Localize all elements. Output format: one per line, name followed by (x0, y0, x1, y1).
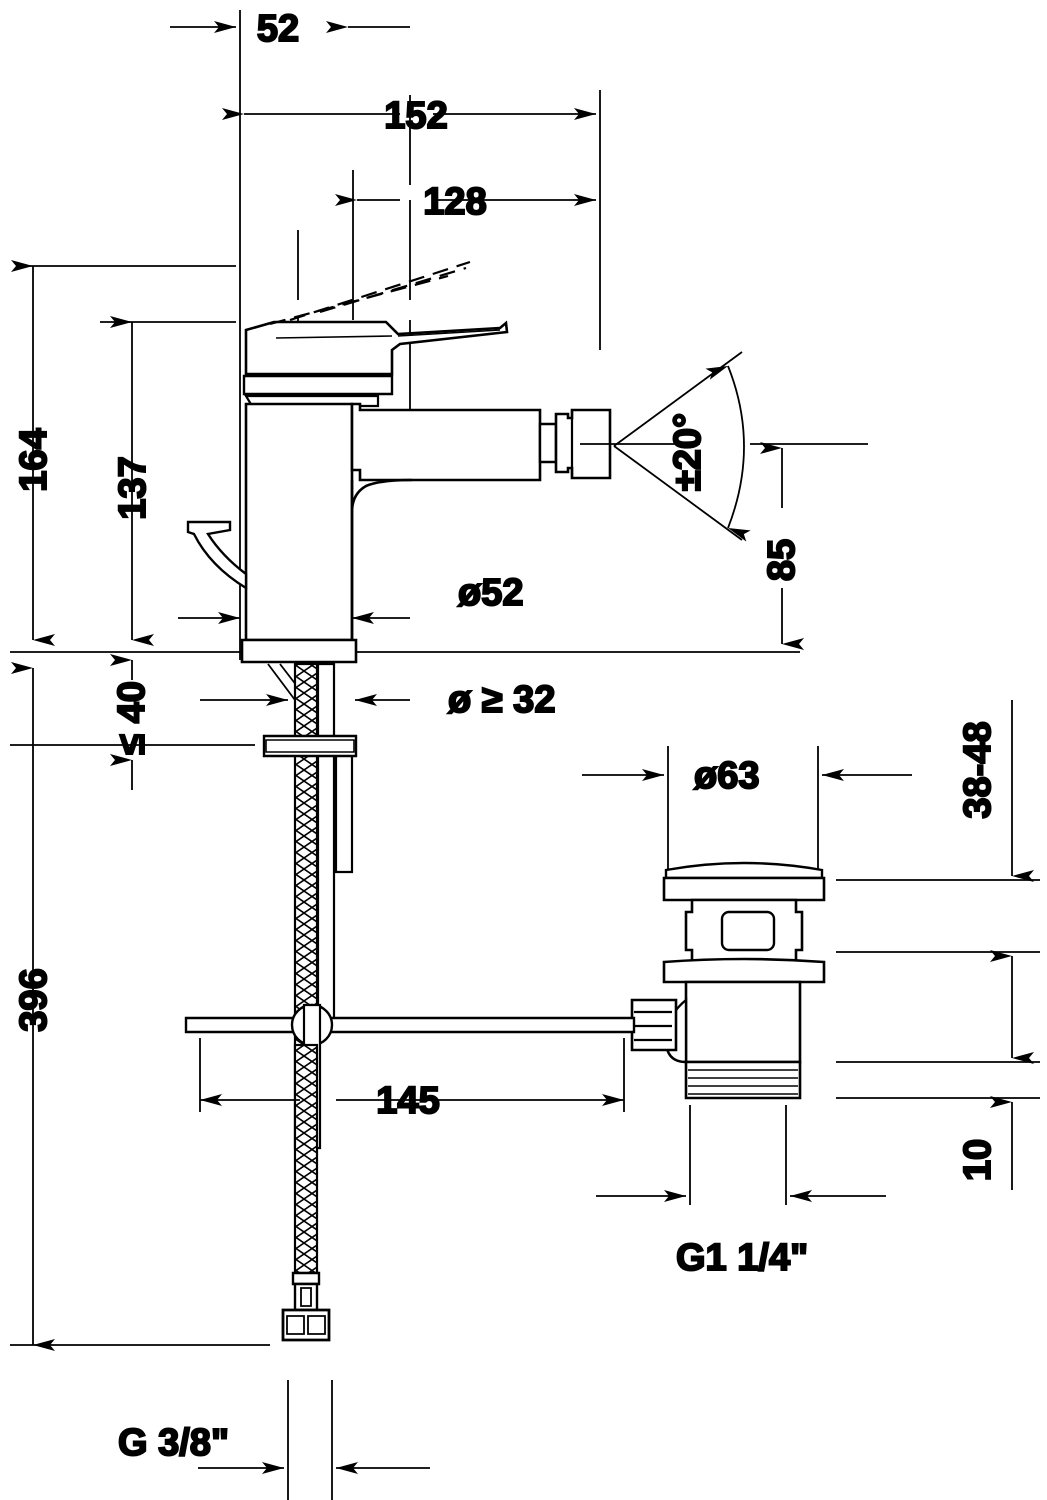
dim-152-label: 152 (384, 95, 447, 137)
dim-dia52-label: ø52 (458, 572, 523, 614)
dim-38-48-label: 38-48 (957, 721, 999, 818)
dim-85-label: 85 (761, 539, 803, 581)
dim-angle20-label: ±20° (667, 413, 709, 491)
dim-g38-label: G 3/8" (118, 1422, 229, 1464)
dim-396-label: 396 (13, 968, 55, 1031)
dim-max40-label: ≤ 40 (111, 681, 153, 755)
dim-128-label: 128 (423, 181, 486, 223)
dim-145-label: 145 (376, 1080, 439, 1122)
dim-dia63-label: ø63 (694, 755, 759, 797)
dim-52-label: 52 (257, 8, 299, 50)
dim-10-label: 10 (957, 1139, 999, 1181)
dim-g114-label: G1 1/4" (676, 1237, 808, 1279)
dim-137-label: 137 (112, 456, 154, 519)
dim-dia-min32-label: ø ≥ 32 (448, 679, 555, 721)
dim-164-label: 164 (13, 428, 55, 491)
